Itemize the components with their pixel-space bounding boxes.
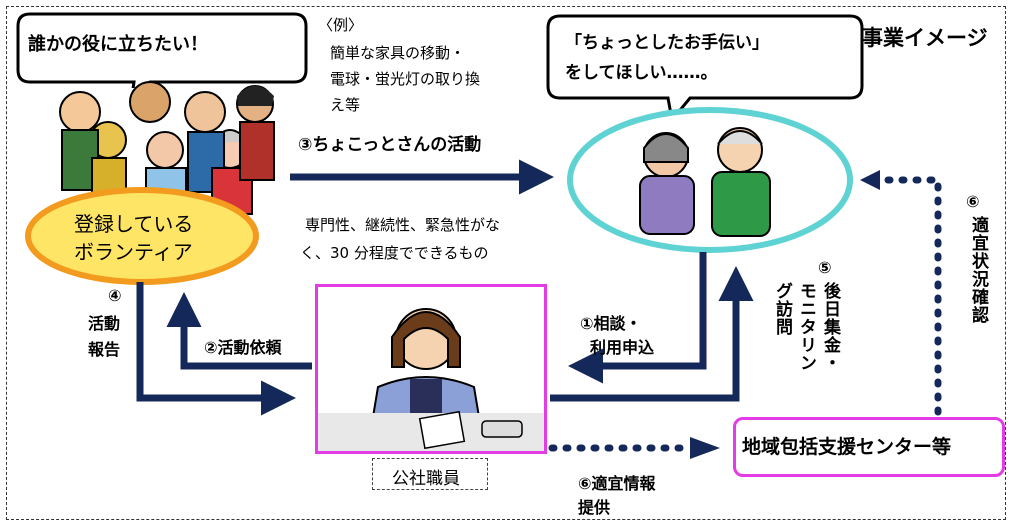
staff-box	[315, 284, 547, 454]
volunteer-bubble-text: 誰かの役に立ちたい！	[28, 34, 208, 55]
step6b-line2: 提供	[578, 498, 611, 517]
example-line3: え等	[330, 96, 361, 114]
volunteer-ellipse-line1: 登録している	[74, 212, 194, 236]
dotted-arrows	[548, 176, 942, 452]
step6b-line1: ⑥適宜情報	[578, 474, 656, 493]
step4-number: ④	[108, 286, 122, 305]
step4-line2: 報告	[88, 340, 121, 359]
step1-line2: 利用申込	[590, 338, 655, 357]
criteria-line2: く、30 分程度でできるもの	[300, 244, 489, 262]
step6a-text: 適宜状況確認	[968, 216, 988, 324]
step5-col2: モニタリン	[796, 282, 816, 372]
step5-col3: グ訪問	[772, 282, 792, 336]
visit-arrow	[550, 266, 754, 402]
example-line2: 電球・蛍光灯の取り換	[330, 70, 481, 88]
step6a-number: ⑥	[966, 192, 980, 211]
example-heading: 〈例〉	[318, 16, 364, 34]
status-check-arrow	[876, 176, 942, 416]
step4-line1: 活動	[88, 314, 121, 333]
support-center-label: 地域包括支援センター等	[742, 436, 952, 458]
criteria-line1: 専門性、継続性、緊急性がな	[305, 216, 501, 234]
elder-bubble-line1: 「ちょっとしたお手伝い」	[565, 33, 769, 53]
staff-illustration	[318, 308, 544, 451]
volunteers-illustration	[48, 81, 280, 228]
volunteer-ellipse-line2: ボランティア	[74, 240, 193, 264]
dashed-frame	[6, 6, 1006, 520]
status-check-arrowhead	[860, 170, 880, 190]
step5-col1: 後日集金・	[820, 282, 840, 372]
report-arrow	[136, 282, 296, 416]
step2-label: ②活動依頼	[204, 338, 282, 357]
step5-number: ⑤	[818, 258, 832, 277]
support-center-box	[733, 417, 1005, 477]
info-arrowhead	[690, 437, 720, 459]
elder-circle	[567, 107, 853, 253]
staff-label-box	[372, 458, 488, 490]
staff-label: 公社職員	[392, 469, 460, 489]
arrows	[136, 159, 754, 416]
elderly-couple-illustration	[639, 127, 771, 237]
step3-label: ③ちょこっとさんの活動	[298, 135, 482, 155]
diagram-title: 事業イメージ	[862, 26, 988, 50]
request-arrow	[166, 292, 312, 370]
example-line1: 簡単な家具の移動・	[330, 44, 466, 62]
consultation-arrow	[568, 252, 707, 384]
step1-line1: ①相談・	[580, 314, 642, 333]
elder-bubble-line2: をしてほしい……。	[565, 63, 718, 83]
